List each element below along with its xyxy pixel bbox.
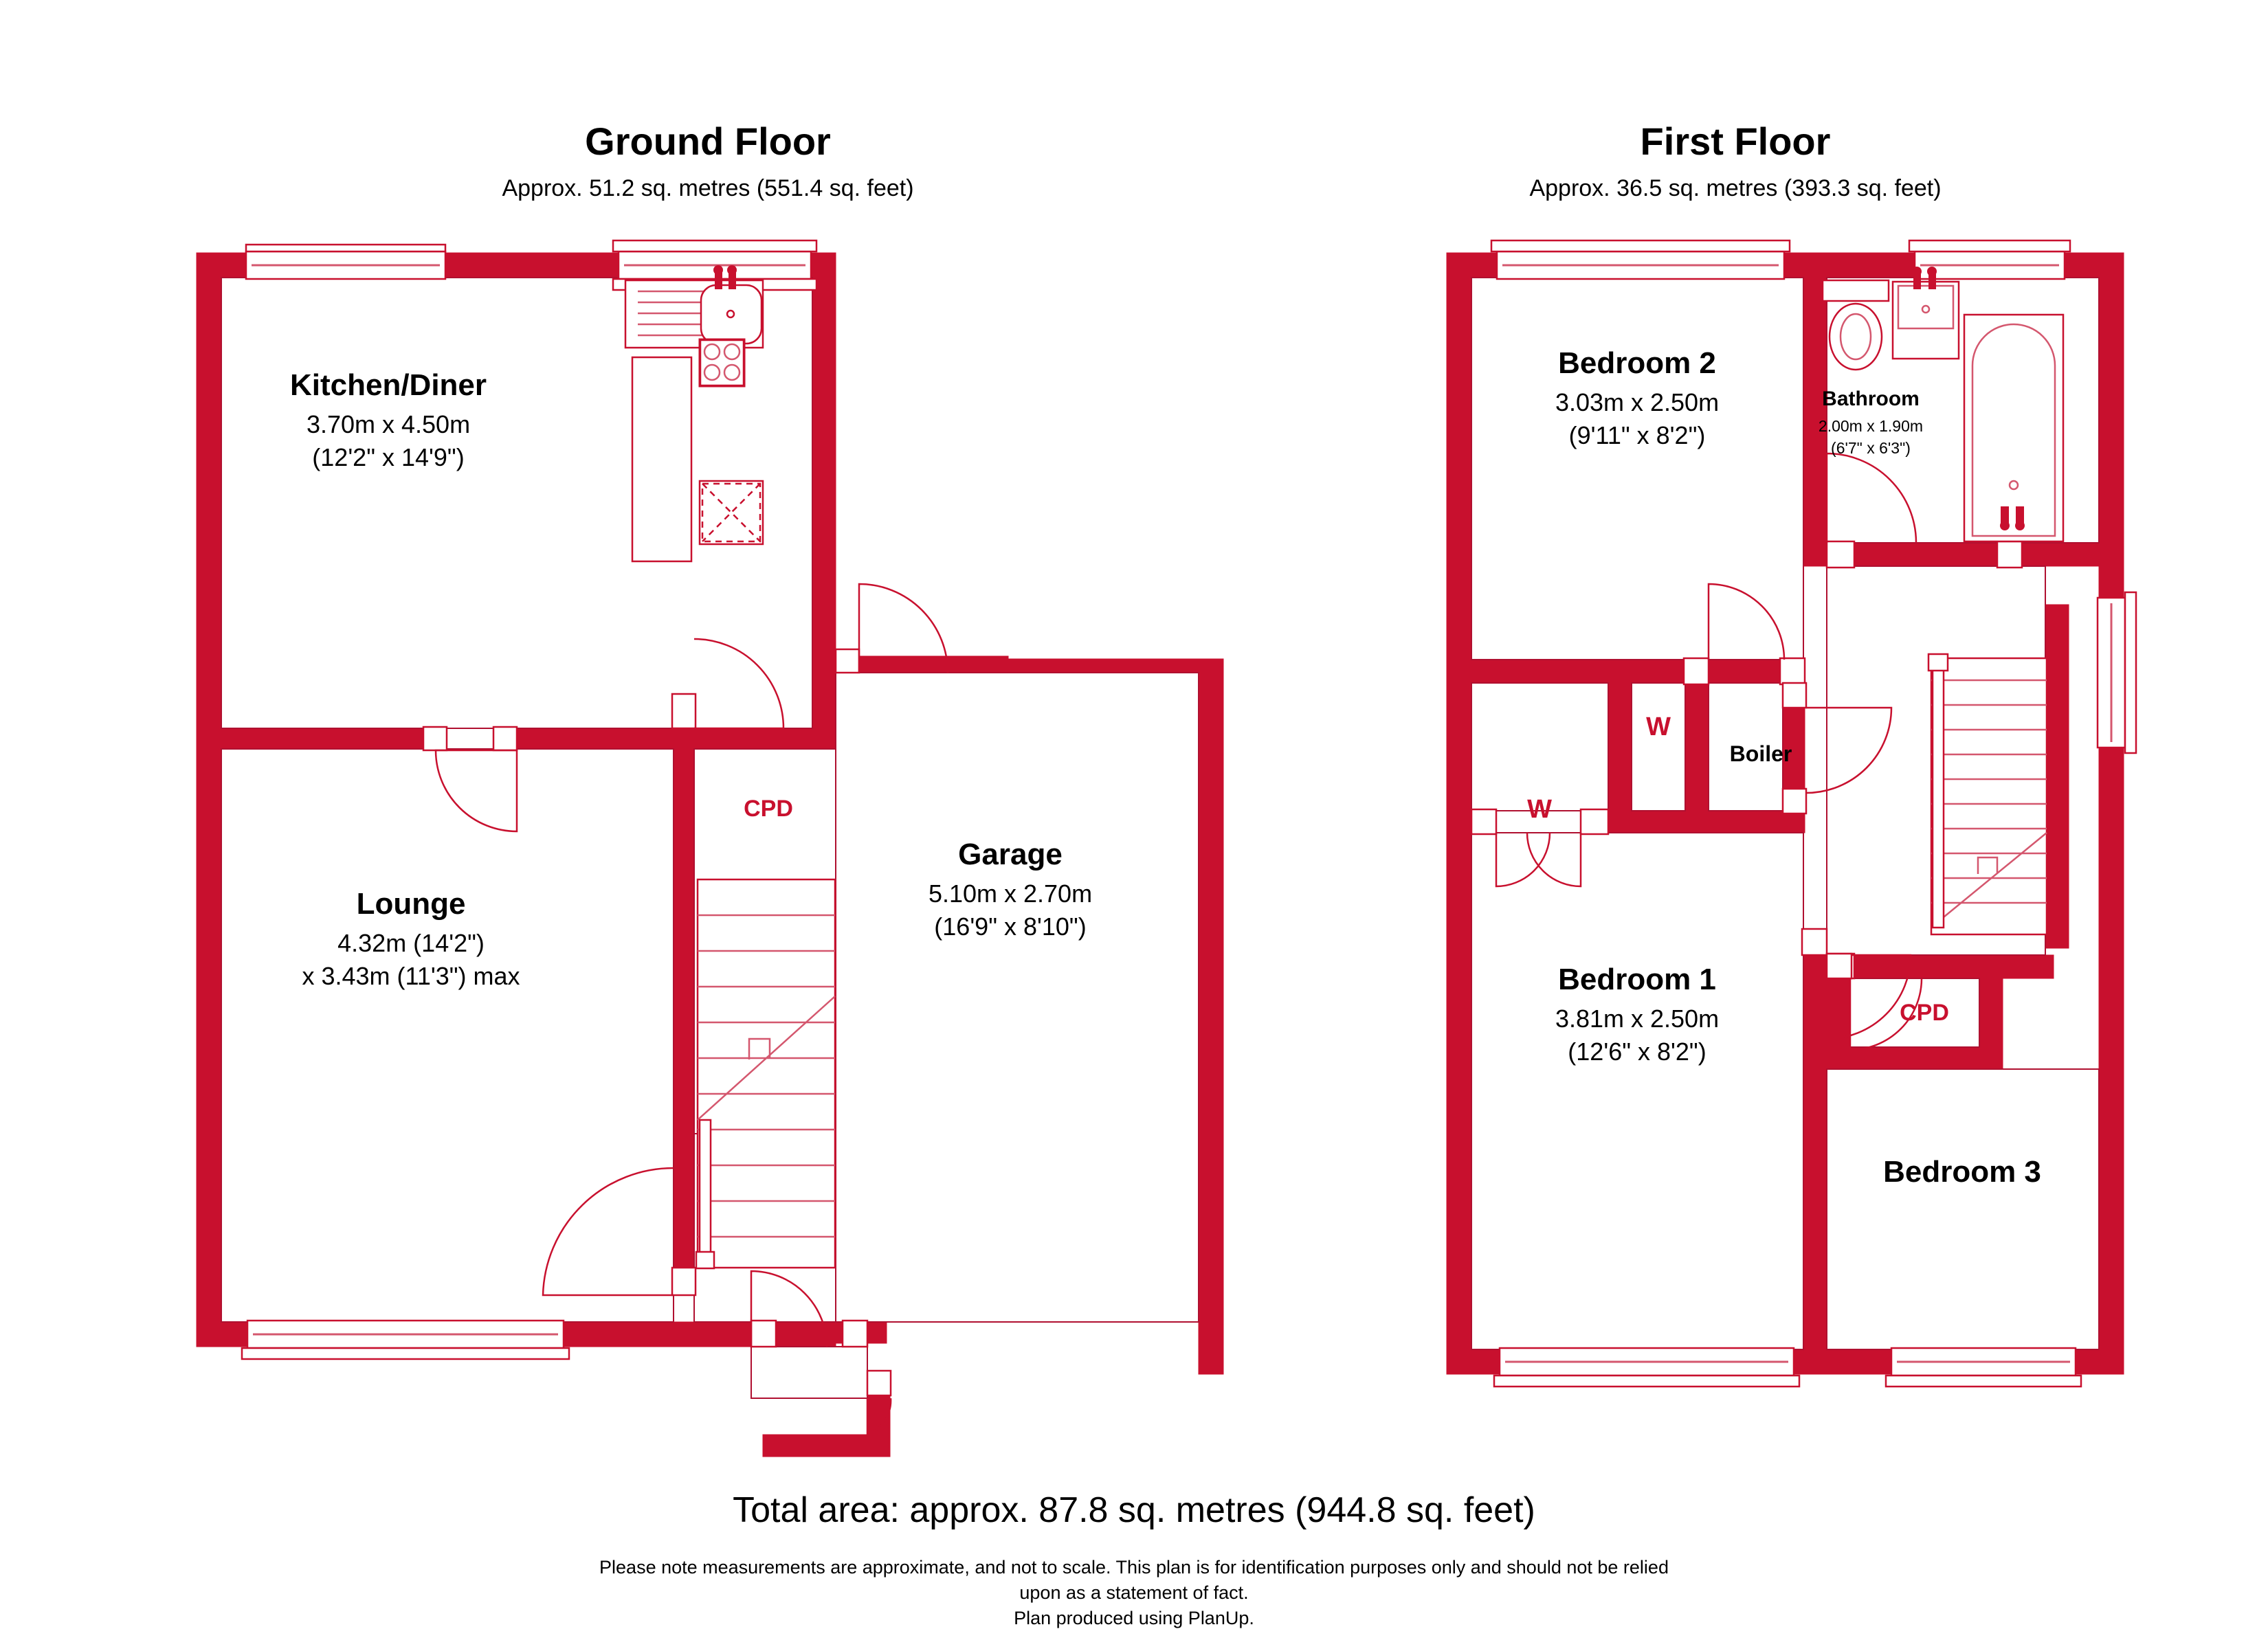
room-boiler-cupboard [1708,682,1783,811]
first-floor-group: First Floor Approx. 36.5 sq. metres (393… [1446,120,2137,1388]
room-dim-bedroom-1-ft: (12'6" x 8'2") [1568,1037,1706,1066]
bath-icon [1963,313,2065,543]
label-wardrobe-upper: W [1646,713,1671,741]
room-dim-lounge-ft: x 3.43m (11'3") max [302,962,520,990]
door-opening-bedroom2 [1682,657,1710,686]
room-label-bedroom-3: Bedroom 3 [1883,1155,2041,1189]
room-label-bedroom-2: Bedroom 2 [1558,346,1716,380]
door-swing-garage [858,583,949,673]
footer-group: Total area: approx. 87.8 sq. metres (944… [599,1490,1669,1628]
washbasin-icon [1891,267,1960,360]
door-opening-bathroom [1825,540,1856,569]
room-dim-garage-m: 5.10m x 2.70m [929,879,1092,908]
door-swing-bedroom1 [1826,954,1912,1040]
first-floor-rooms [1471,277,2100,1350]
room-bedroom-3 [1826,1068,2100,1350]
disclaimer-line-2: upon as a statement of fact. [1019,1582,1248,1603]
door-swing-wardrobe [1526,832,1582,888]
ground-floor-group: Ground Floor Approx. 51.2 sq. metres (55… [196,120,1224,1457]
ground-floor-doors [422,583,949,1436]
room-airing-cupboard-left [1471,682,1609,811]
disclaimer-line-3: Plan produced using PlanUp. [1014,1608,1254,1628]
bathroom-fixtures [1821,267,2065,543]
sink-basin-icon [700,265,763,345]
room-dim-bathroom-m: 2.00m x 1.90m [1819,417,1923,435]
door-swing-boiler [1805,706,1893,794]
first-floor-area: Approx. 36.5 sq. metres (393.3 sq. feet) [1529,175,1941,201]
toilet-icon [1821,279,1890,371]
room-dim-garage-ft: (16'9" x 8'10") [934,912,1086,941]
door-swing-kitchen-lounge [434,749,518,833]
door-swing-front-entrance [750,1270,828,1347]
room-porch [751,1346,868,1399]
room-dim-bedroom-2-m: 3.03m x 2.50m [1555,388,1719,416]
room-garage [835,672,1199,1323]
door-swing-bedroom3 [1849,978,1923,1051]
room-label-bedroom-1: Bedroom 1 [1558,963,1716,996]
door-opening-bedroom1 [1801,928,1828,956]
room-bedroom-2 [1471,277,1804,660]
ground-floor-area: Approx. 51.2 sq. metres (551.4 sq. feet) [502,175,913,201]
room-dim-bathroom-ft: (6'7" x 6'3") [1831,439,1911,457]
ground-floor-labels: Kitchen/Diner 3.70m x 4.50m (12'2" x 14'… [290,368,1092,990]
room-dim-kitchen-diner-m: 3.70m x 4.50m [307,410,470,438]
label-boiler: Boiler [1730,741,1792,766]
total-area-text: Total area: approx. 87.8 sq. metres (944… [733,1490,1535,1530]
room-bedroom-1 [1471,832,1804,1350]
room-wardrobe-w [1631,682,1686,811]
door-swing-lounge-hall [542,1167,674,1297]
label-cpd-first: CPD [1900,1000,1949,1026]
ground-floor-title: Ground Floor [585,120,831,163]
hob-final [699,339,745,387]
first-floor-walls [1446,252,2124,1375]
label-wardrobe-lower: W [1527,795,1552,824]
room-dim-bedroom-1-m: 3.81m x 2.50m [1555,1005,1719,1033]
room-dim-kitchen-diner-ft: (12'2" x 14'9") [312,443,464,471]
room-label-bathroom: Bathroom [1822,388,1920,410]
room-label-kitchen-diner: Kitchen/Diner [290,368,487,402]
room-dim-lounge-m: 4.32m (14'2") [337,929,485,957]
first-floor-title: First Floor [1641,120,1831,163]
door-swing-bathroom [1825,452,1917,543]
label-cpd-ground: CPD [744,796,793,822]
staircase-ground [695,878,836,1270]
appliance-dashed-icon [698,480,764,546]
first-floor-doors [1470,452,2023,1051]
room-dim-bedroom-2-ft: (9'11" x 8'2") [1569,421,1706,449]
room-label-garage: Garage [958,838,1063,871]
door-swing-bedroom2 [1707,583,1786,660]
room-label-lounge: Lounge [357,887,466,921]
staircase-first [1927,653,2048,936]
first-floor-labels: Bedroom 2 3.03m x 2.50m (9'11" x 8'2") B… [1527,346,2041,1189]
disclaimer-line-1: Please note measurements are approximate… [599,1557,1669,1578]
door-opening-kitchen-lounge [422,726,448,752]
room-lounge [221,748,674,1323]
tall-unit [631,356,693,563]
first-floor-windows [1490,239,2137,1388]
